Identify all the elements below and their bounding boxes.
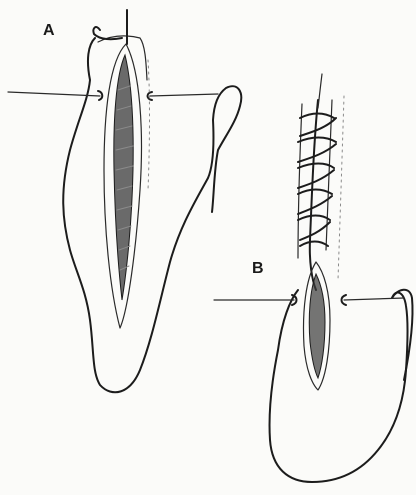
panel-a-label: A	[43, 22, 55, 40]
panel-b-drawing	[214, 74, 413, 482]
panel-a-guide-line	[148, 60, 150, 190]
panel-a-top-knot	[93, 27, 122, 39]
panel-b-label: B	[252, 260, 264, 278]
panel-a-incision-core	[114, 55, 133, 300]
panel-a-suture-left	[8, 92, 100, 96]
panel-b-top-thread	[318, 74, 322, 108]
panel-a-suture-right	[150, 94, 218, 96]
panel-b-suture-right	[344, 298, 404, 300]
panel-b-closed-incision	[310, 100, 318, 290]
panel-b-flap-outline	[269, 290, 407, 482]
panel-b-wound-core	[309, 274, 325, 378]
panel-a-drawing	[8, 10, 241, 392]
panel-b-guide-line	[338, 96, 344, 280]
panel-b-flap-tail	[392, 290, 413, 380]
panel-b-incision-left-edge	[298, 104, 302, 258]
